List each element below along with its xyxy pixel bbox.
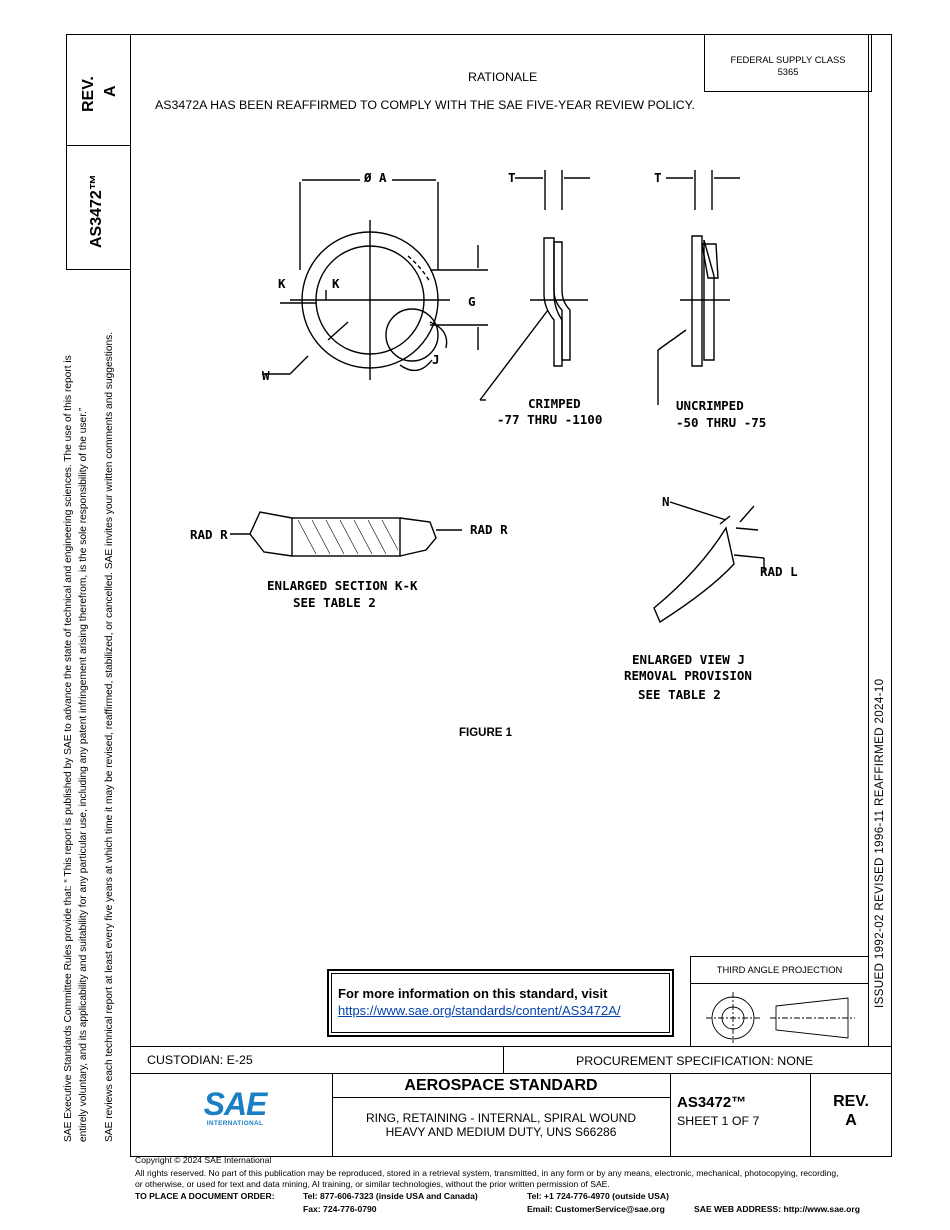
footer-order-label: TO PLACE A DOCUMENT ORDER: xyxy=(135,1191,275,1201)
label-k-left: K xyxy=(278,276,286,291)
footer-email[interactable]: Email: CustomerService@sae.org xyxy=(527,1204,665,1214)
standard-desc-line2: HEAVY AND MEDIUM DUTY, UNS S66286 xyxy=(385,1125,617,1139)
rev-label: REV. xyxy=(833,1093,869,1110)
custodian-divider xyxy=(503,1046,504,1073)
third-angle-projection-icon xyxy=(706,992,855,1043)
custodian-row-bottom xyxy=(130,1073,892,1074)
projection-divider xyxy=(690,983,869,984)
footer-rights-line1: All rights reserved. No part of this pub… xyxy=(135,1168,839,1178)
label-section-ref: SEE TABLE 2 xyxy=(293,595,376,610)
side-notice-line1: SAE Executive Standards Committee Rules … xyxy=(63,355,74,1142)
footer-tel-intl: Tel: +1 724-776-4970 (outside USA) xyxy=(527,1191,669,1201)
label-g: G xyxy=(468,294,476,309)
label-j: J xyxy=(432,352,440,367)
label-view-ref: SEE TABLE 2 xyxy=(638,687,721,702)
side-rev-value: A xyxy=(102,85,119,97)
label-phi-a: Ø A xyxy=(364,170,387,185)
custodian-row-line xyxy=(130,1046,892,1047)
label-uncrimped: UNCRIMPED xyxy=(676,398,744,413)
info-box-inner xyxy=(331,973,670,1033)
procurement: PROCUREMENT SPECIFICATION: NONE xyxy=(576,1054,814,1068)
main-frame xyxy=(130,34,892,1157)
figure-caption: FIGURE 1 xyxy=(459,727,513,739)
label-w: W xyxy=(262,368,270,383)
figure-1-drawing xyxy=(230,170,765,624)
right-divider xyxy=(868,34,869,1046)
rev-box xyxy=(66,34,131,146)
label-rad-r-left: RAD R xyxy=(190,527,228,542)
sae-logo: SAE INTERNATIONAL xyxy=(190,1088,280,1127)
footer-web[interactable]: SAE WEB ADDRESS: http://www.sae.org xyxy=(694,1204,860,1214)
side-rev-label: REV. xyxy=(80,76,97,112)
side-notice-line3: SAE reviews each technical report at lea… xyxy=(104,331,115,1142)
info-box xyxy=(327,969,674,1037)
label-t-crimped: T xyxy=(508,170,516,185)
rationale-text: AS3472A HAS BEEN REAFFIRMED TO COMPLY WI… xyxy=(155,98,695,112)
custodian: CUSTODIAN: E-25 xyxy=(147,1053,253,1067)
label-crimped: CRIMPED xyxy=(528,396,581,411)
fsc-box xyxy=(704,34,872,92)
rev-value: A xyxy=(845,1112,857,1129)
rev-divider xyxy=(810,1073,811,1157)
doc-number: AS3472™ xyxy=(677,1094,747,1111)
sae-logo-text: SAE xyxy=(203,1086,268,1122)
label-view-sub: REMOVAL PROVISION xyxy=(624,668,752,683)
sae-logo-sub: INTERNATIONAL xyxy=(206,1120,264,1127)
sheet-number: SHEET 1 OF 7 xyxy=(677,1114,760,1128)
label-rad-r-right: RAD R xyxy=(470,522,508,537)
fsc-line1: FEDERAL SUPPLY CLASS xyxy=(730,54,846,65)
standard-divider xyxy=(670,1073,671,1157)
standard-heading: AEROSPACE STANDARD xyxy=(404,1077,598,1094)
label-k-right: K xyxy=(332,276,340,291)
projection-label: THIRD ANGLE PROJECTION xyxy=(716,964,843,975)
heading-underline xyxy=(332,1097,670,1098)
rationale-title: RATIONALE xyxy=(468,70,538,84)
footer-rights-line2: or otherwise, or used for text and data … xyxy=(135,1179,610,1189)
label-view-title: ENLARGED VIEW J xyxy=(632,652,745,667)
label-uncrimped-range: -50 THRU -75 xyxy=(676,415,767,430)
side-notice-line2: entirely voluntary, and its applicabilit… xyxy=(78,407,89,1142)
side-right-dates: ISSUED 1992-02 REVISED 1996-11 REAFFIRME… xyxy=(873,678,886,1008)
info-box-link[interactable]: https://www.sae.org/standards/content/AS… xyxy=(338,1003,621,1018)
standard-desc-line1: RING, RETAINING - INTERNAL, SPIRAL WOUND xyxy=(365,1111,637,1125)
side-doc-id: AS3472™ xyxy=(88,174,105,248)
label-t-uncrimped: T xyxy=(654,170,662,185)
fsc-line2: 5365 xyxy=(777,66,799,77)
logo-divider xyxy=(332,1073,333,1157)
label-rad-l: RAD L xyxy=(760,564,798,579)
footer-fax: Fax: 724-776-0790 xyxy=(303,1204,377,1214)
info-box-title: For more information on this standard, v… xyxy=(338,986,608,1001)
label-section-title: ENLARGED SECTION K-K xyxy=(267,578,418,593)
footer-tel-usa: Tel: 877-606-7323 (inside USA and Canada… xyxy=(303,1191,478,1201)
footer-copyright: Copyright © 2024 SAE International xyxy=(135,1155,272,1165)
label-n: N xyxy=(662,494,670,509)
label-crimped-range: -77 THRU -1100 xyxy=(497,412,603,427)
